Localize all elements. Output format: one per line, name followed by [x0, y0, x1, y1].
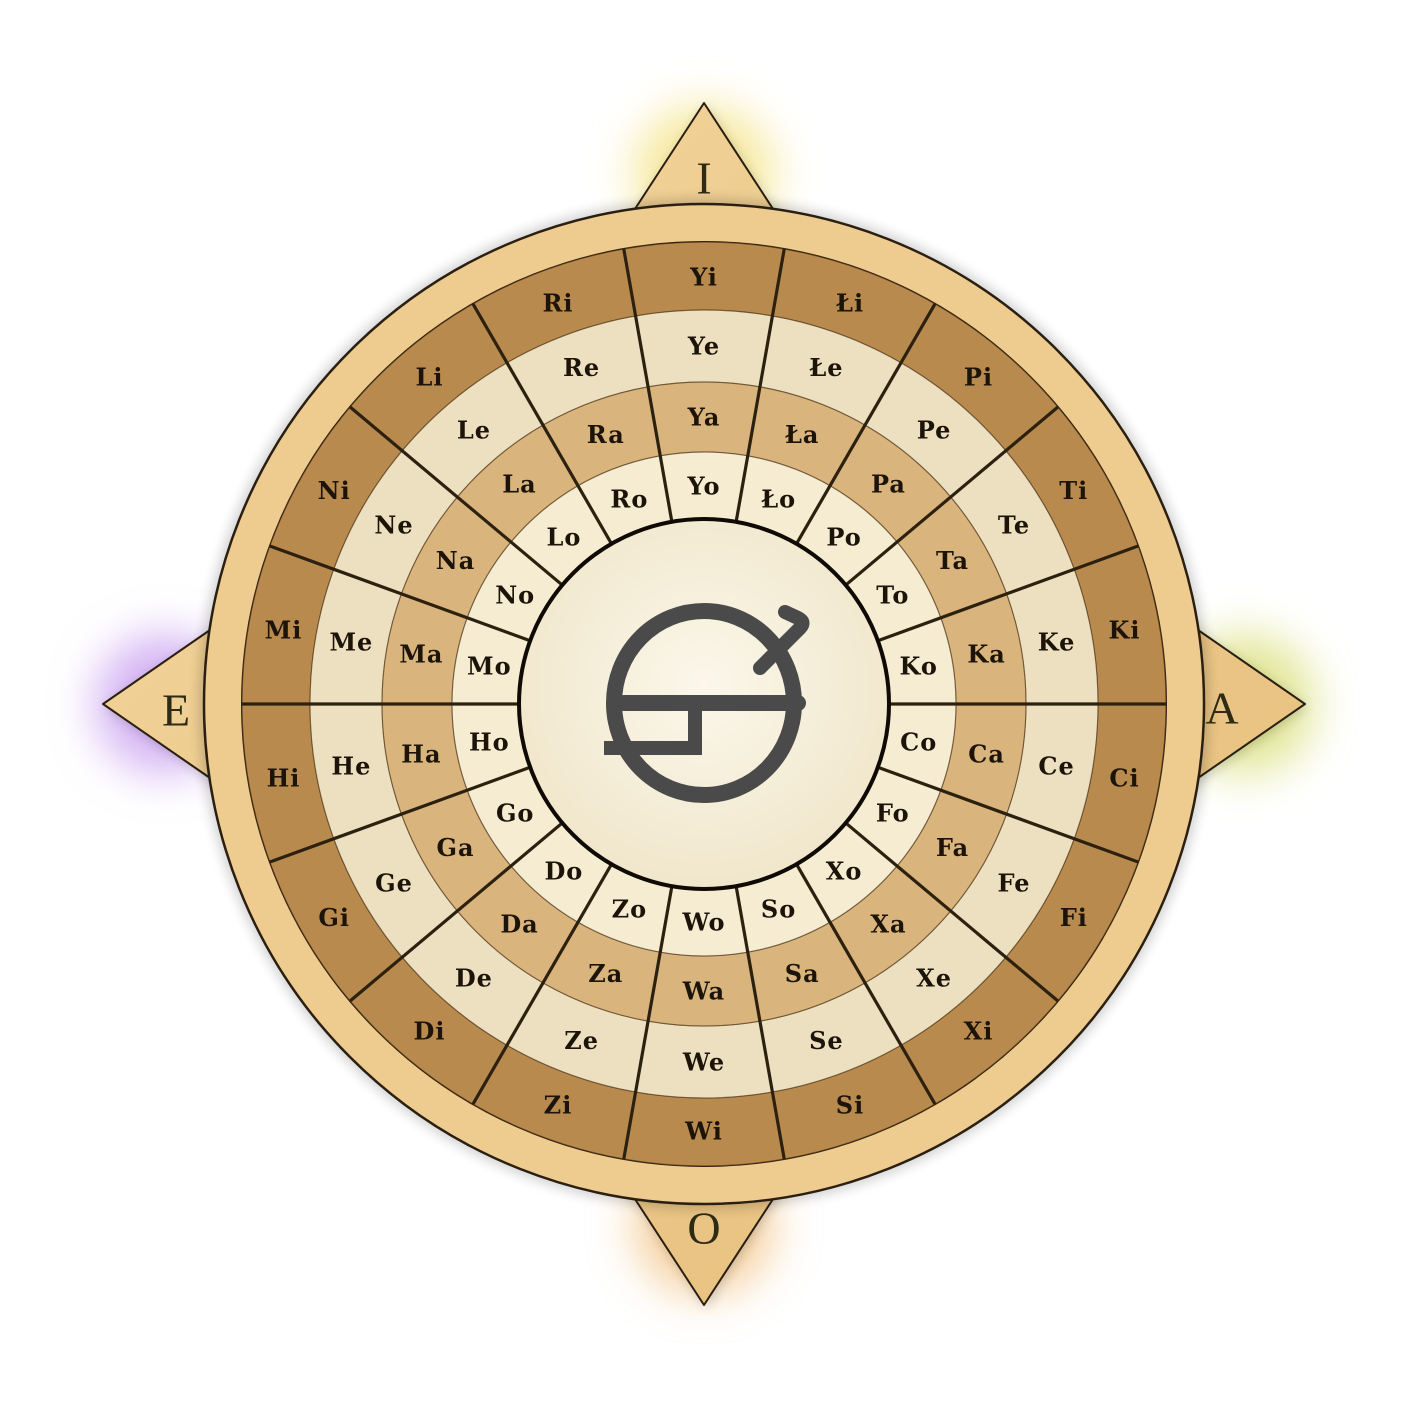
- syllable-label: Ya: [687, 403, 721, 432]
- syllable-label: Da: [500, 909, 538, 938]
- syllable-label: Zi: [544, 1091, 573, 1120]
- sector-dividers: [242, 248, 1166, 1160]
- sector-divider: [877, 765, 1139, 864]
- sector-divider: [269, 765, 531, 864]
- sector-divider: [622, 248, 674, 523]
- syllable-label: Pe: [917, 415, 952, 444]
- syllable-label: Lo: [546, 523, 581, 552]
- syllable-label: Ze: [564, 1026, 599, 1055]
- syllable-label: Ne: [374, 511, 413, 540]
- syllable-label: We: [682, 1048, 725, 1077]
- syllable-label: Pi: [964, 362, 993, 391]
- sector-divider: [349, 405, 564, 587]
- syllable-label: Sa: [785, 959, 820, 988]
- syllable-label: Se: [809, 1026, 844, 1055]
- syllable-label: Di: [414, 1017, 446, 1046]
- syllable-label: Fa: [936, 833, 969, 862]
- syllable-label: To: [876, 581, 909, 610]
- sector-divider: [471, 303, 613, 545]
- syllable-label: Wi: [684, 1117, 723, 1146]
- syllable-label: Ło: [761, 485, 796, 514]
- syllable-label: Ho: [469, 727, 510, 756]
- syllable-label: Zo: [612, 894, 648, 923]
- syllable-label: Ri: [542, 288, 573, 317]
- sector-divider: [795, 303, 937, 545]
- syllable-label: Za: [588, 959, 623, 988]
- syllable-label: Go: [496, 799, 535, 828]
- syllable-label: Gi: [318, 903, 350, 932]
- syllable-label: Mo: [467, 652, 512, 681]
- syllable-label: Ge: [375, 869, 413, 898]
- syllable-label: Hi: [267, 764, 301, 793]
- syllable-label: Do: [544, 857, 583, 886]
- sector-divider: [844, 405, 1059, 587]
- syllable-label: La: [502, 470, 536, 499]
- direction-label-right: A: [1205, 683, 1238, 734]
- syllable-label: Po: [826, 523, 861, 552]
- direction-labels: I A O E: [162, 153, 1239, 1254]
- syllable-label: Na: [436, 546, 476, 575]
- sector-divider: [734, 248, 786, 523]
- glyph-accent-stroke: [753, 605, 810, 675]
- syllable-label: Ci: [1109, 764, 1139, 793]
- syllable-label: Pa: [871, 470, 906, 499]
- sector-divider: [471, 863, 613, 1105]
- syllable-label: Xi: [964, 1017, 994, 1046]
- syllable-label: Li: [416, 362, 444, 391]
- syllable-label: Ni: [318, 476, 351, 505]
- syllable-label: Co: [900, 727, 937, 756]
- syllable-label: Me: [329, 627, 373, 656]
- syllable-label: Xo: [826, 857, 863, 886]
- direction-label-top: I: [696, 153, 711, 204]
- syllable-label: Ro: [610, 485, 648, 514]
- syllable-label: Si: [836, 1091, 864, 1120]
- syllable-label: Xa: [870, 909, 906, 938]
- syllable-label: Ca: [968, 739, 1005, 768]
- syllable-label: Ke: [1038, 627, 1076, 656]
- syllable-label: Ko: [900, 652, 938, 681]
- sector-divider: [622, 885, 674, 1160]
- syllable-label: Yi: [689, 263, 718, 292]
- syllable-label: Le: [457, 415, 491, 444]
- sector-divider: [734, 885, 786, 1160]
- syllable-label: Fo: [876, 799, 910, 828]
- syllable-label: Ka: [967, 640, 1005, 669]
- syllable-label: Te: [998, 511, 1030, 540]
- syllable-label: Re: [563, 353, 600, 382]
- syllable-label: Ga: [436, 833, 474, 862]
- syllable-label: Ye: [687, 332, 720, 361]
- syllable-label: Fe: [998, 869, 1031, 898]
- direction-label-left: E: [162, 685, 190, 736]
- syllable-label: Ha: [401, 739, 441, 768]
- syllable-label: So: [761, 894, 796, 923]
- syllable-label: De: [455, 964, 493, 993]
- sector-divider: [877, 544, 1139, 643]
- syllable-label: Xe: [916, 964, 952, 993]
- center-logo: [604, 603, 810, 803]
- glyph-hook: [604, 708, 702, 755]
- syllable-label: Ta: [936, 546, 969, 575]
- syllable-label: Ce: [1038, 752, 1074, 781]
- sector-divider: [844, 821, 1059, 1003]
- syllable-label: Łi: [836, 288, 864, 317]
- sector-divider: [269, 544, 531, 643]
- direction-label-bottom: O: [687, 1203, 720, 1254]
- sector-divider: [349, 821, 564, 1003]
- syllable-label: Fi: [1060, 903, 1088, 932]
- syllable-label: Ra: [587, 420, 625, 449]
- syllable-label: Ma: [399, 640, 443, 669]
- syllable-label: No: [495, 581, 535, 610]
- sector-divider: [795, 863, 937, 1105]
- syllable-label: Łe: [809, 353, 843, 382]
- syllable-label: Yo: [686, 472, 720, 501]
- syllable-label: Mi: [265, 615, 303, 644]
- syllable-label: Wo: [681, 908, 725, 937]
- syllable-label: Ki: [1109, 615, 1141, 644]
- syllable-label: He: [331, 752, 371, 781]
- syllable-label: Ła: [785, 420, 820, 449]
- syllable-label: Ti: [1059, 476, 1088, 505]
- syllable-label: Wa: [682, 977, 725, 1006]
